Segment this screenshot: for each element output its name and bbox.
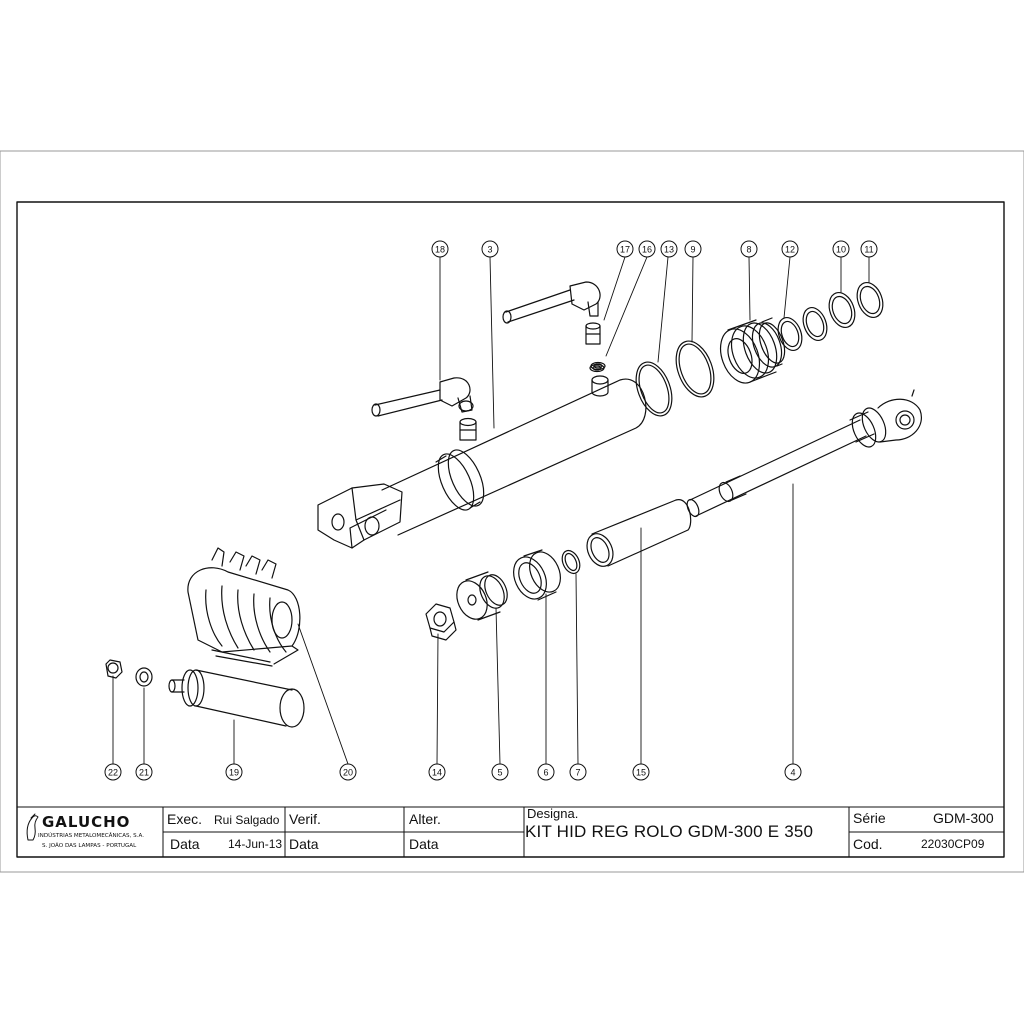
serie-value: GDM-300 (933, 810, 994, 826)
alter-label: Alter. (409, 811, 441, 827)
cod-value: 22030CP09 (921, 837, 985, 851)
seal-part-unnumbered (802, 306, 828, 342)
designation-value: KIT HID REG ROLO GDM-300 E 350 (525, 822, 814, 841)
exec-label: Exec. (167, 811, 203, 827)
cylinder-barrel-part-3 (317, 363, 647, 549)
callout-5: 5 (497, 768, 502, 778)
hose-fitting-part-18 (371, 377, 477, 441)
washer-part-21 (135, 667, 153, 687)
exec-value: Rui Salgado (214, 813, 280, 827)
callout-15: 15 (636, 768, 646, 778)
callout-17: 17 (620, 245, 630, 255)
callout-13: 13 (664, 245, 674, 255)
company-logo-name: GALUCHO (42, 813, 131, 831)
hose-fitting-part-17 (502, 281, 601, 345)
company-logo-line-2: S. JOÃO DAS LAMPAS - PORTUGAL (42, 843, 137, 849)
gland-part-8 (719, 317, 786, 384)
callout-20: 20 (343, 768, 353, 778)
o-ring-part-9 (675, 340, 715, 398)
callout-11: 11 (864, 245, 873, 255)
piston-rod-part-4 (686, 389, 922, 518)
callout-8: 8 (746, 245, 751, 255)
serie-label: Série (853, 810, 886, 826)
callout-4: 4 (790, 768, 795, 778)
cod-label: Cod. (853, 836, 883, 852)
data-label-3: Data (409, 836, 439, 852)
spacer-clips-part-20 (187, 547, 301, 667)
sheet-outer-border (0, 150, 1024, 873)
title-block (16, 806, 1005, 858)
callout-3: 3 (487, 245, 492, 255)
callout-12: 12 (785, 245, 795, 255)
piston-part-6 (513, 549, 561, 601)
seal-part-12 (777, 316, 803, 352)
designation-label: Designa. (527, 806, 579, 821)
seal-ring-part-16 (590, 361, 606, 371)
callout-10: 10 (836, 245, 846, 255)
leader-lines (112, 256, 870, 765)
callout-21: 21 (139, 768, 149, 778)
company-logo-line-1: INDÚSTRIAS METALOMECÂNICAS, S.A. (38, 833, 144, 839)
callout-14: 14 (432, 768, 442, 778)
nut-part-14 (425, 603, 457, 641)
callout-16: 16 (642, 245, 652, 255)
verif-label: Verif. (289, 811, 321, 827)
callout-7: 7 (575, 768, 580, 778)
callout-18: 18 (435, 245, 445, 255)
seal-ring-part-7 (561, 549, 581, 575)
callout-bubbles (104, 240, 878, 781)
data-label-1: Data (170, 836, 200, 852)
logo-bird-icon (26, 813, 39, 841)
callout-9: 9 (690, 245, 695, 255)
callout-6: 6 (543, 768, 548, 778)
data-label-2: Data (289, 836, 319, 852)
piston-part-5 (456, 571, 508, 621)
seal-part-11 (856, 281, 884, 319)
nut-part-22 (105, 659, 123, 679)
pin-part-19 (168, 669, 305, 728)
sheet-inner-border (16, 201, 1005, 858)
data-value-1: 14-Jun-13 (228, 837, 283, 851)
spacer-tube-part-15 (586, 499, 692, 567)
callout-22: 22 (108, 768, 118, 778)
seal-part-10 (828, 291, 856, 329)
callout-19: 19 (229, 768, 239, 778)
o-ring-part-13 (635, 361, 673, 417)
